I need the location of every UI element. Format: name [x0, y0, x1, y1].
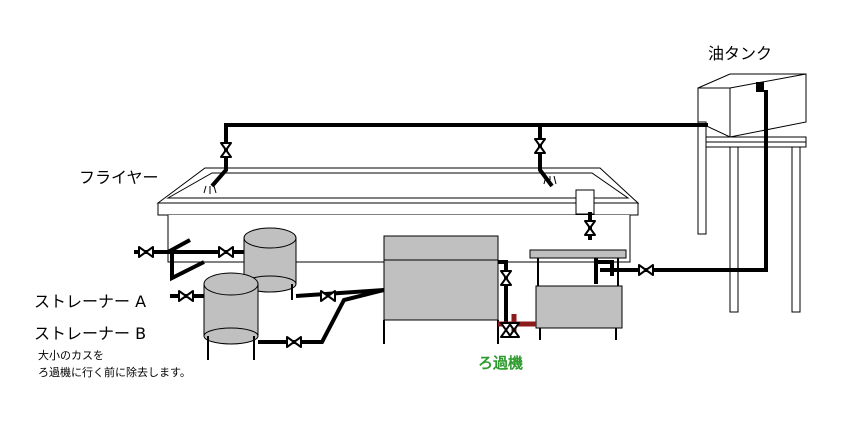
strainer-b-label: ストレーナー B — [34, 324, 147, 343]
filter-valve-top — [500, 270, 512, 286]
filter-unit — [529, 249, 627, 340]
valve-strainer-b-out — [286, 336, 302, 348]
settling-tank — [383, 235, 499, 344]
fryer-label: フライヤー — [79, 168, 159, 187]
filter-pipes — [498, 260, 508, 324]
filter-label: ろ過機 — [478, 354, 524, 372]
supply-valve-left — [220, 142, 232, 158]
strainer-a-label: ストレーナー A — [34, 292, 147, 311]
strainer-b — [203, 272, 259, 360]
oil-tank-label: 油タンク — [708, 44, 773, 63]
strainer-a — [243, 227, 297, 300]
filter-valve-bottom-right — [508, 322, 520, 338]
nozzle-left-icon — [203, 185, 217, 194]
note-line-1: 大小のカスを — [38, 349, 104, 362]
oil-tank — [697, 73, 807, 313]
note-line-2: ろ過機に行く前に除去します。 — [38, 366, 191, 379]
valve-inlet — [138, 246, 154, 258]
return-valve — [638, 264, 654, 276]
nozzle-right-icon — [543, 175, 557, 186]
valve-strainer-b-in — [178, 290, 194, 302]
supply-valve-right — [534, 138, 546, 154]
